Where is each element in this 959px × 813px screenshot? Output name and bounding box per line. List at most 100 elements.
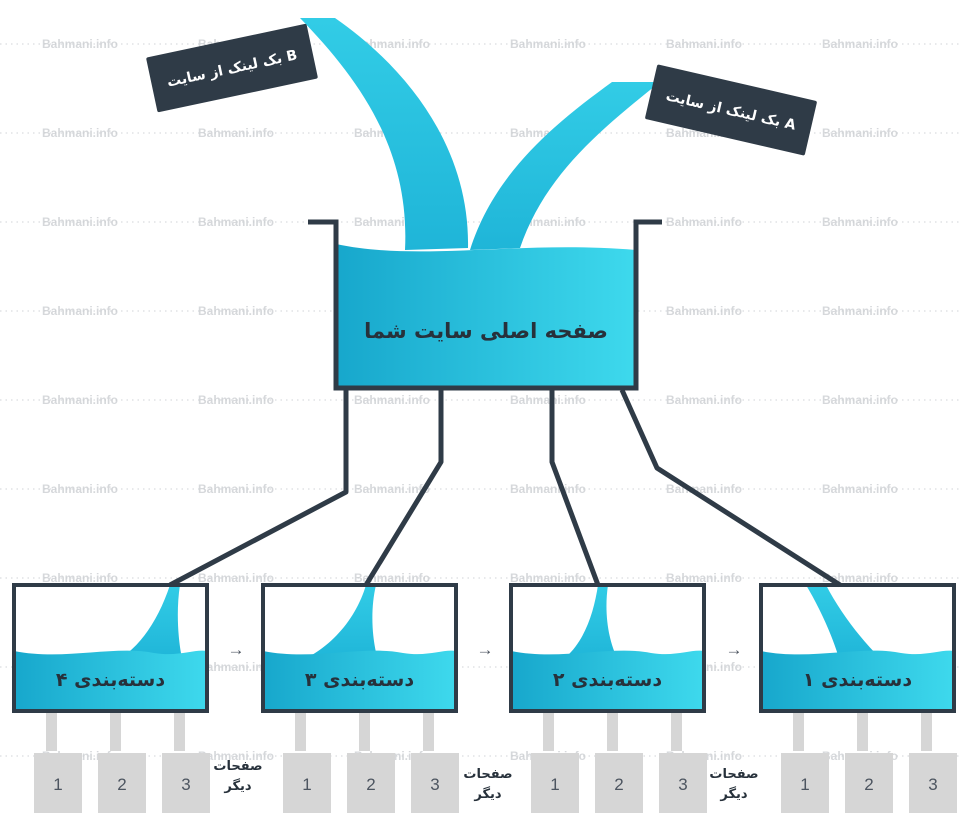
- page-number: 1: [53, 775, 62, 794]
- watermark-text: Bahmani.info: [198, 749, 274, 763]
- arrow-right-icon: →: [726, 640, 743, 659]
- page-box: [347, 753, 395, 813]
- category-outline: [261, 583, 458, 713]
- watermark-text: Bahmani.info: [822, 304, 898, 318]
- pipe-category-2: [549, 390, 601, 586]
- arrows: → → →: [228, 640, 743, 659]
- watermark-text: Bahmani.info: [510, 393, 586, 407]
- page-connector: [359, 711, 370, 751]
- watermark-text: Bahmani.info: [198, 571, 274, 585]
- watermark-text: Bahmani.info: [354, 482, 430, 496]
- pipe-category-3: [363, 390, 444, 587]
- category-box-1: 1 2 3 دسته‌بندی ۱: [759, 583, 957, 813]
- pipe-category-4: [168, 390, 349, 588]
- watermark-text: Bahmani.info: [666, 304, 742, 318]
- page-number: 2: [864, 775, 873, 794]
- watermark-text: Bahmani.info: [354, 37, 430, 51]
- watermark-text: Bahmani.info: [198, 393, 274, 407]
- watermark-text: Bahmani.info: [198, 215, 274, 229]
- page-connector: [423, 711, 434, 751]
- category-water: [511, 650, 704, 711]
- stream-from-site-b: [300, 18, 469, 250]
- category-label: دسته‌بندی ۳: [305, 669, 414, 691]
- watermark-text: Bahmani.info: [822, 393, 898, 407]
- backlink-tag-site-a: بک لینک از سایت A: [645, 64, 817, 156]
- page-connector: [46, 711, 57, 751]
- watermark-text: Bahmani.info: [666, 393, 742, 407]
- page-box: [781, 753, 829, 813]
- page-box: [34, 753, 82, 813]
- category-water: [263, 650, 456, 711]
- watermark-text: Bahmani.info: [822, 571, 898, 585]
- page-number: 3: [430, 775, 439, 794]
- other-pages-line2: دیگر: [223, 778, 252, 794]
- page-connector: [543, 711, 554, 751]
- watermark-text: Bahmani.info: [510, 482, 586, 496]
- backlink-tag-site-b: بک لینک از سایت B: [146, 23, 318, 113]
- page-box: [98, 753, 146, 813]
- page-number: 2: [366, 775, 375, 794]
- watermark-text: Bahmani.info: [354, 393, 430, 407]
- page-connector: [671, 711, 682, 751]
- main-page-label: صفحه اصلی سایت شما: [364, 319, 608, 343]
- category-box-3: 1 2 3 دسته‌بندی ۳: [261, 583, 459, 813]
- page-box: [411, 753, 459, 813]
- category-label: دسته‌بندی ۲: [553, 669, 662, 691]
- watermark-text: Bahmani.info: [198, 482, 274, 496]
- page-number: 1: [800, 775, 809, 794]
- page-number: 2: [117, 775, 126, 794]
- backlink-streams: [300, 18, 660, 250]
- category-water: [761, 650, 954, 711]
- watermark-text: Bahmani.info: [666, 37, 742, 51]
- category-outline: [12, 583, 209, 713]
- category-stream: [125, 585, 182, 662]
- category-outline: [759, 583, 956, 713]
- watermark-text: Bahmani.info: [666, 482, 742, 496]
- category-label: دسته‌بندی ۱: [803, 669, 912, 691]
- page-box: [659, 753, 707, 813]
- arrow-right-icon: →: [228, 640, 245, 659]
- page-number: 1: [550, 775, 559, 794]
- other-pages-line1: صفحات: [213, 759, 262, 774]
- watermark-text: Bahmani.info: [510, 37, 586, 51]
- category-stream: [312, 585, 378, 662]
- main-page-tank: صفحه اصلی سایت شما: [308, 219, 662, 391]
- page-connector: [857, 711, 868, 751]
- watermark-text: Bahmani.info: [822, 37, 898, 51]
- page-box: [595, 753, 643, 813]
- watermark-text: Bahmani.info: [822, 215, 898, 229]
- watermark-text: Bahmani.info: [198, 660, 274, 674]
- page-number: 3: [928, 775, 937, 794]
- page-number: 3: [181, 775, 190, 794]
- other-pages-labels: صفحات دیگر صفحات دیگر صفحات دیگر: [213, 759, 758, 802]
- page-number: 2: [614, 775, 623, 794]
- other-pages-line2: دیگر: [719, 786, 748, 802]
- watermark-text: Bahmani.info: [42, 393, 118, 407]
- main-tank-outline: [308, 219, 662, 391]
- watermark-text: Bahmani.info: [822, 482, 898, 496]
- page-connector: [174, 711, 185, 751]
- category-stream: [806, 585, 880, 661]
- page-number: 1: [302, 775, 311, 794]
- watermark-text: Bahmani.info: [198, 304, 274, 318]
- page-box: [845, 753, 893, 813]
- watermark-text: Bahmani.info: [42, 304, 118, 318]
- page-box: [162, 753, 210, 813]
- page-connector: [607, 711, 618, 751]
- arrow-right-icon: →: [477, 640, 494, 659]
- other-pages-line1: صفحات: [709, 767, 758, 782]
- watermark-text: Bahmani.info: [822, 126, 898, 140]
- page-box: [531, 753, 579, 813]
- watermark-text: Bahmani.info: [510, 571, 586, 585]
- page-number: 3: [678, 775, 687, 794]
- page-connector: [921, 711, 932, 751]
- watermark-text: Bahmani.info: [42, 37, 118, 51]
- page-connector: [793, 711, 804, 751]
- watermark-text: Bahmani.info: [42, 215, 118, 229]
- page-connector: [110, 711, 121, 751]
- main-tank-water: [336, 244, 636, 388]
- page-connector: [295, 711, 306, 751]
